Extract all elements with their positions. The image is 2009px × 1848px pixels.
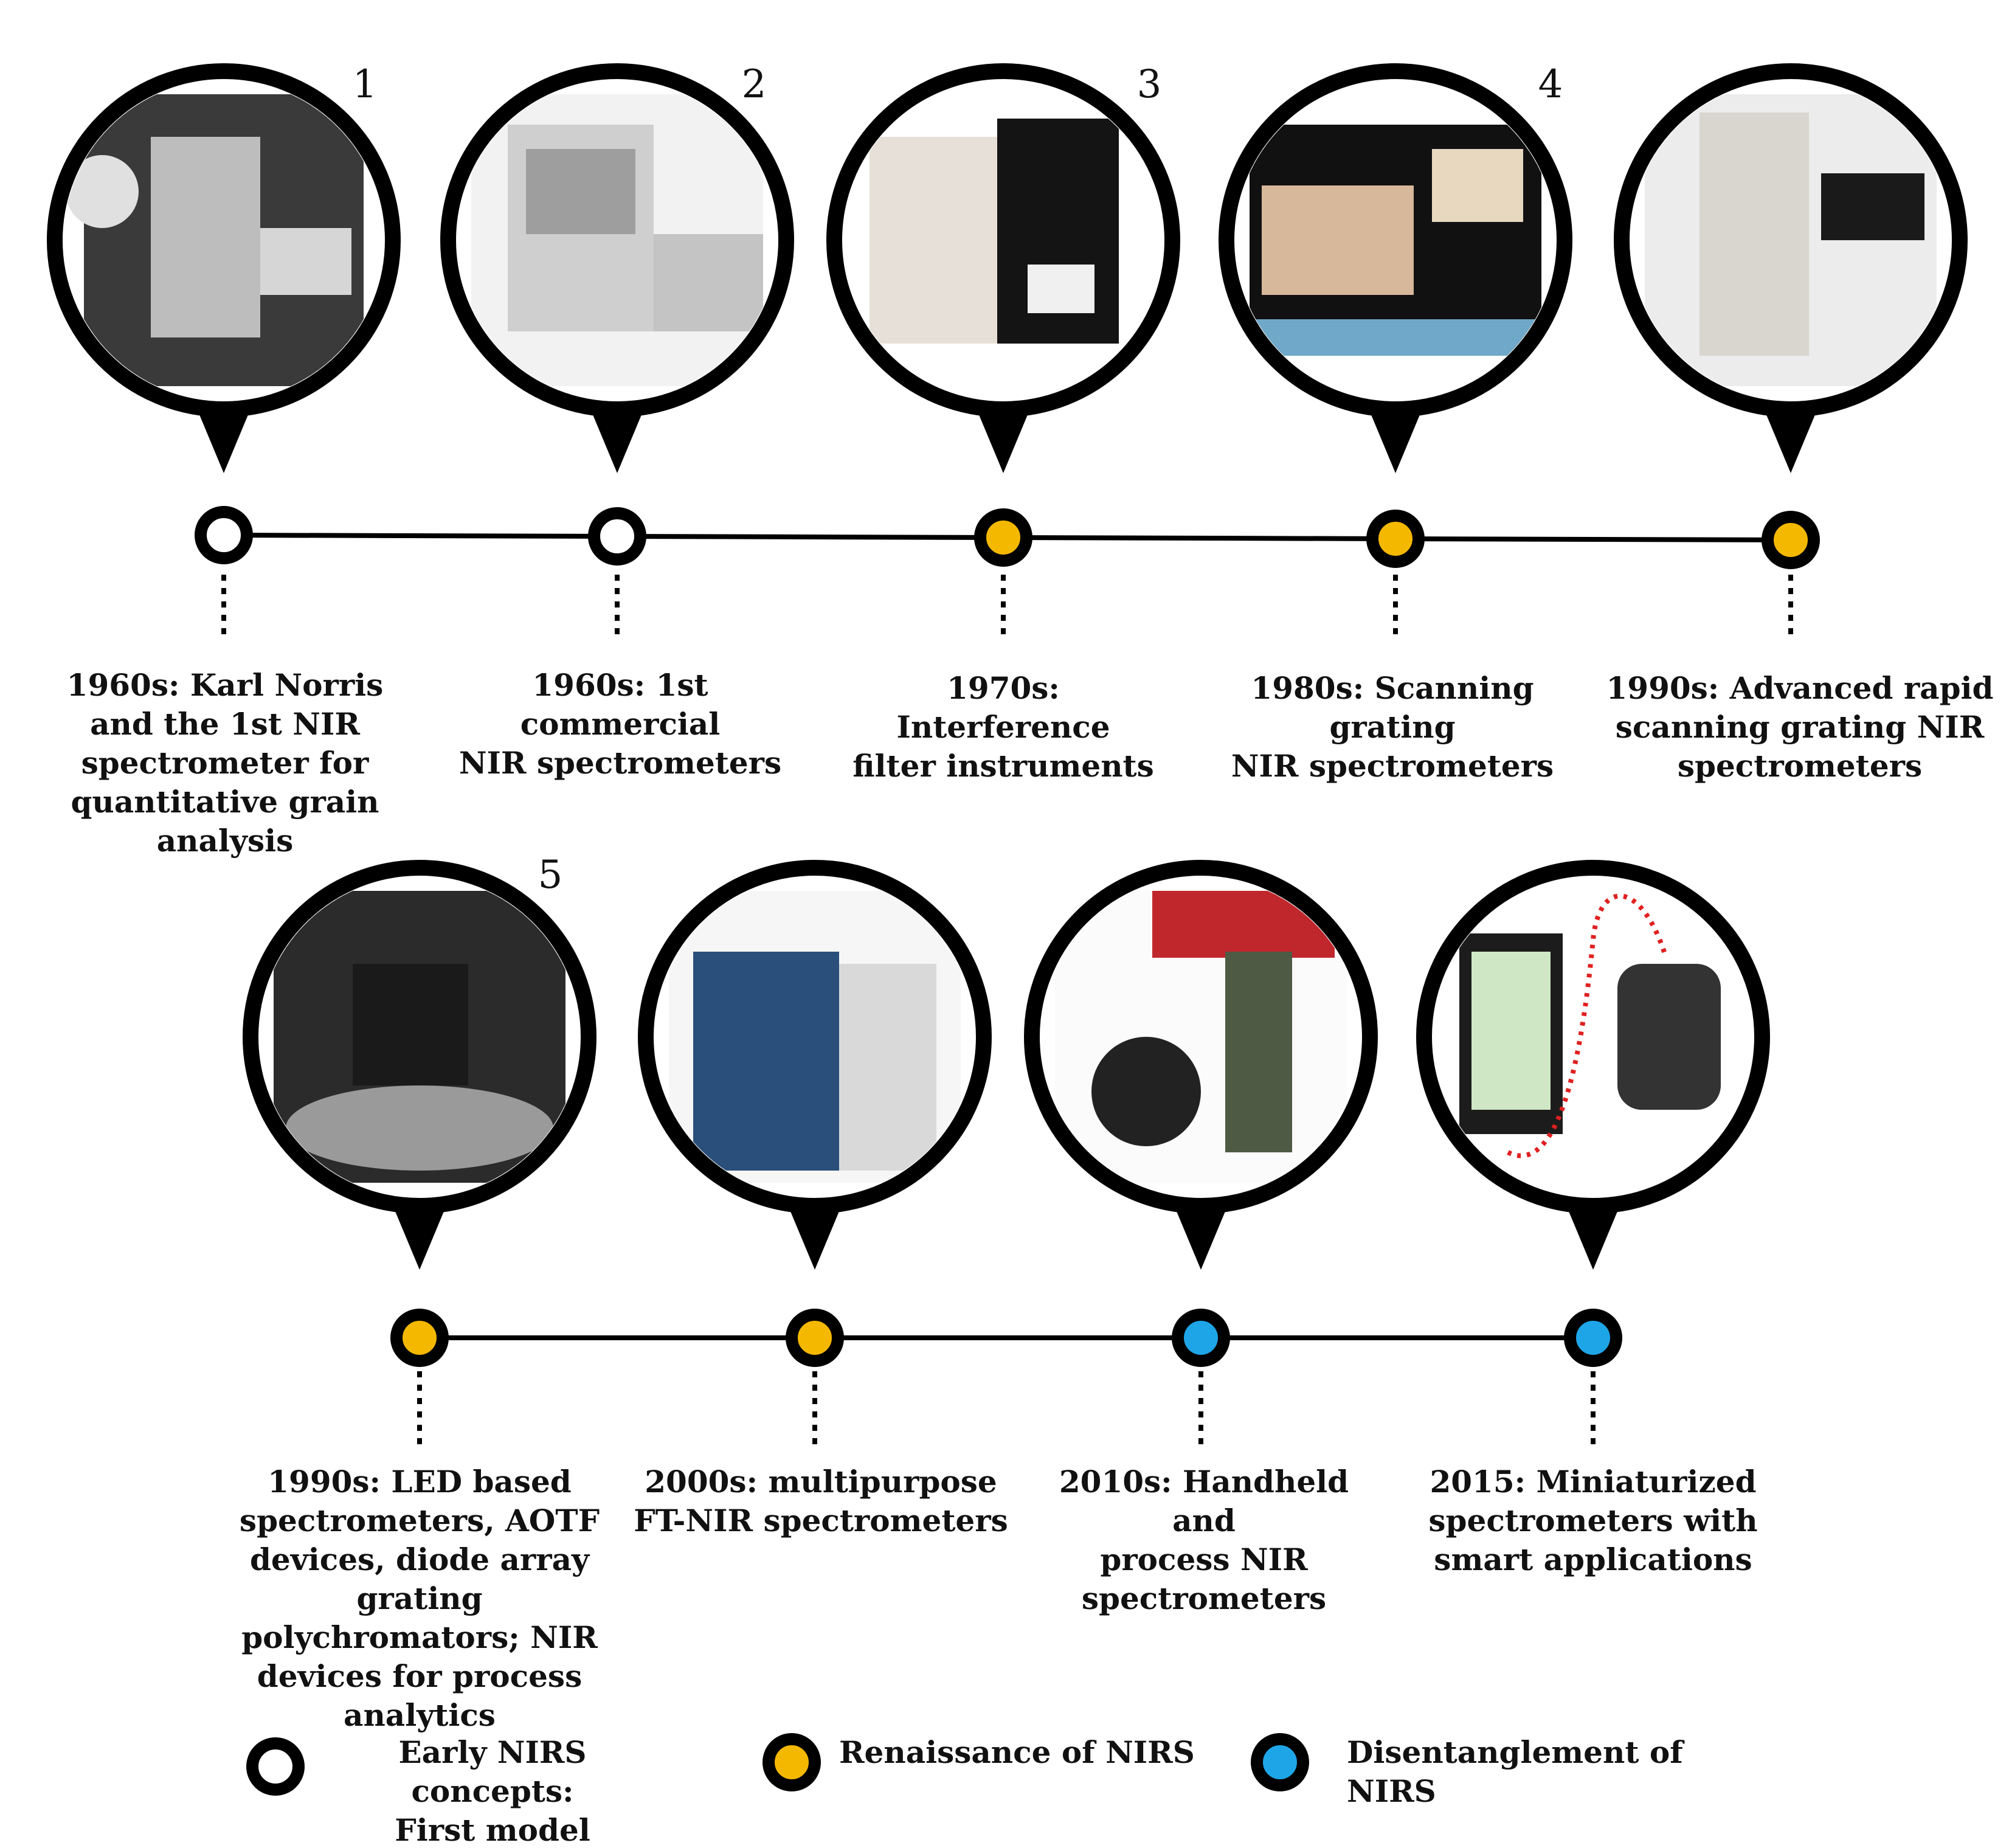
legend-label-early: Early NIRS concepts: First model xyxy=(395,1734,590,1848)
bubble-picture-row2-1 xyxy=(274,891,565,1183)
era-node-row1-1 xyxy=(195,506,253,564)
caption-row2-1: 1990s: LED based spectrometers, AOTF dev… xyxy=(239,1464,600,1733)
bubble-picture-row1-5 xyxy=(1645,94,1937,386)
caption-row1-1: 1960s: Karl Norris and the 1st NIR spect… xyxy=(66,667,384,859)
caption-row2-3: 2010s: Handheld and process NIR spectrom… xyxy=(1059,1464,1349,1616)
bubble-picture-row1-4 xyxy=(1250,125,1541,356)
bubble-picture-row2-3 xyxy=(1055,891,1347,1183)
era-node-row2-4 xyxy=(1564,1309,1622,1367)
bubble-number-row1-2: 2 xyxy=(742,62,767,107)
bubble-row2-1 xyxy=(243,860,596,1214)
bubble-pointer-row1-1 xyxy=(195,403,253,473)
era-node-row1-5 xyxy=(1762,511,1820,569)
bubble-pointer-row2-3 xyxy=(1172,1200,1230,1270)
bubble-number-row1-4: 4 xyxy=(1538,62,1563,107)
caption-row2-4: 2015: Miniaturized spectrometers with sm… xyxy=(1428,1464,1758,1577)
era-node-row1-4 xyxy=(1366,509,1425,568)
bubble-pointer-row1-3 xyxy=(974,403,1032,473)
bubble-row2-3 xyxy=(1024,860,1378,1214)
caption-row1-5: 1990s: Advanced rapid scanning grating N… xyxy=(1606,670,1994,784)
era-node-row1-3 xyxy=(974,508,1032,567)
legend-label-disentanglement: Disentanglement of NIRS xyxy=(1347,1734,1683,1809)
legend-marker-early xyxy=(246,1737,305,1796)
bubble-row2-2 xyxy=(638,860,992,1214)
bubble-picture-row1-3 xyxy=(857,94,1149,386)
bubble-row1-3 xyxy=(826,63,1180,417)
bubble-pointer-row2-2 xyxy=(786,1200,844,1270)
era-node-row2-2 xyxy=(786,1309,844,1367)
bubble-picture-row2-2 xyxy=(669,891,961,1183)
bubble-picture-row2-4 xyxy=(1447,891,1739,1183)
bubble-number-row1-1: 1 xyxy=(353,62,378,107)
bubble-pointer-row1-5 xyxy=(1762,403,1820,473)
bubble-pointer-row2-4 xyxy=(1564,1200,1622,1270)
bubble-row2-4 xyxy=(1416,860,1770,1214)
caption-row2-2: 2000s: multipurpose FT-NIR spectrometers xyxy=(634,1464,1008,1538)
bubble-number-row1-3: 3 xyxy=(1137,62,1162,107)
bubble-pointer-row2-1 xyxy=(390,1200,449,1270)
bubble-picture-row1-1 xyxy=(66,94,364,386)
bubble-row1-1 xyxy=(47,63,401,417)
caption-row1-4: 1980s: Scanning grating NIR spectrometer… xyxy=(1231,670,1554,784)
bubble-row1-2 xyxy=(440,63,794,417)
caption-row1-3: 1970s: Interference filter instruments xyxy=(852,670,1154,784)
legend-marker-renaissance xyxy=(762,1733,821,1791)
caption-row1-2: 1960s: 1st commercial NIR spectrometers xyxy=(458,667,782,781)
legend-marker-disentanglement xyxy=(1251,1733,1309,1791)
bubble-pointer-row1-2 xyxy=(588,403,646,473)
bubble-number-row2-1: 5 xyxy=(538,853,563,898)
era-node-row2-3 xyxy=(1172,1309,1230,1367)
legend-label-renaissance: Renaissance of NIRS xyxy=(839,1734,1195,1770)
bubble-row1-5 xyxy=(1614,63,1968,417)
era-node-row2-1 xyxy=(390,1309,449,1367)
era-node-row1-2 xyxy=(588,507,646,566)
bubble-picture-row1-2 xyxy=(471,94,763,386)
bubble-row1-4 xyxy=(1219,63,1572,417)
bubble-pointer-row1-4 xyxy=(1366,403,1425,473)
